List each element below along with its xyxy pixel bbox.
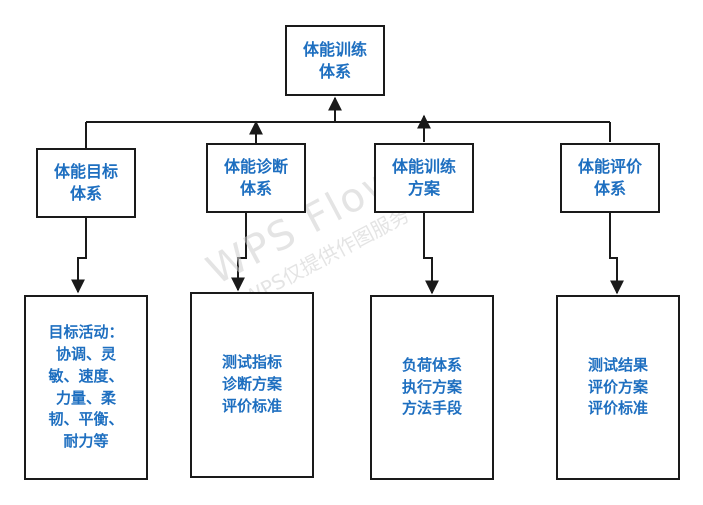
leaf-label: 测试结果 评价方案 评价标准 xyxy=(587,355,648,418)
leaf-label: 目标活动： 协调、灵 敏、速度、 力量、柔 韧、平衡、 耐力等 xyxy=(48,323,124,450)
node-label: 体能评价 体系 xyxy=(577,157,642,198)
leaf-diagnosis-items: 测试指标 诊断方案 评价标准 xyxy=(190,292,314,478)
node-label: 体能诊断 体系 xyxy=(223,157,288,198)
mid-to-leaf-2 xyxy=(231,213,247,292)
mid-to-leaf-3 xyxy=(423,213,439,295)
root-node-label: 体能训练 体系 xyxy=(302,39,367,81)
node-fitness-goal-system: 体能目标 体系 xyxy=(36,148,136,218)
mid-to-leaf-4 xyxy=(609,213,624,295)
node-fitness-diagnosis-system: 体能诊断 体系 xyxy=(206,143,306,213)
node-label: 体能目标 体系 xyxy=(53,162,118,203)
node-fitness-evaluation-system: 体能评价 体系 xyxy=(560,143,660,213)
leaf-evaluation-items: 测试结果 评价方案 评价标准 xyxy=(556,295,680,480)
leaf-label: 测试指标 诊断方案 评价标准 xyxy=(221,353,282,415)
leaf-training-items: 负荷体系 执行方案 方法手段 xyxy=(370,295,494,480)
root-node: 体能训练 体系 xyxy=(285,25,385,96)
leaf-label: 负荷体系 执行方案 方法手段 xyxy=(401,355,462,418)
mid-to-leaf-1 xyxy=(71,218,87,294)
node-label: 体能训练 方案 xyxy=(391,157,456,198)
node-fitness-training-plan: 体能训练 方案 xyxy=(374,143,474,213)
leaf-goal-activities: 目标活动： 协调、灵 敏、速度、 力量、柔 韧、平衡、 耐力等 xyxy=(24,295,148,480)
